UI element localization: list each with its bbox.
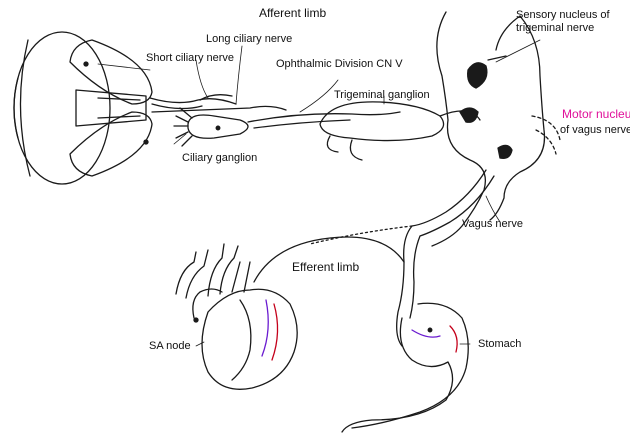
short-ciliary-nerves bbox=[150, 95, 236, 109]
label-afferent-limb: Afferent limb bbox=[259, 7, 326, 20]
brainstem bbox=[432, 12, 560, 246]
ophthalmic-nerve bbox=[248, 112, 400, 128]
label-sensory-nucleus: Sensory nucleus of trigeminal nerve bbox=[516, 9, 628, 35]
label-motor-nucleus: Motor nucleus bbox=[562, 108, 630, 121]
label-long-ciliary-nerve: Long ciliary nerve bbox=[206, 33, 292, 46]
heart-illustration bbox=[176, 244, 297, 389]
label-vagus-nerve: Vagus nerve bbox=[462, 218, 523, 231]
label-sa-node: SA node bbox=[149, 340, 191, 353]
ciliary-ganglion-shape bbox=[174, 108, 248, 146]
stomach-illustration bbox=[342, 303, 468, 432]
label-short-ciliary-nerve: Short ciliary nerve bbox=[146, 52, 234, 65]
label-of-vagus-nerve: of vagus nerve bbox=[560, 124, 630, 137]
label-ciliary-ganglion: Ciliary ganglion bbox=[182, 152, 257, 165]
label-stomach: Stomach bbox=[478, 338, 521, 351]
eye-illustration bbox=[14, 32, 152, 184]
trigeminal-ganglion-shape bbox=[320, 102, 480, 160]
long-ciliary-nerve bbox=[152, 106, 286, 112]
label-ophthalmic-division: Ophthalmic Division CN V bbox=[276, 58, 403, 71]
label-efferent-limb: Efferent limb bbox=[292, 261, 359, 274]
vagus-nerve bbox=[254, 170, 494, 346]
label-trigeminal-ganglion: Trigeminal ganglion bbox=[334, 89, 430, 102]
